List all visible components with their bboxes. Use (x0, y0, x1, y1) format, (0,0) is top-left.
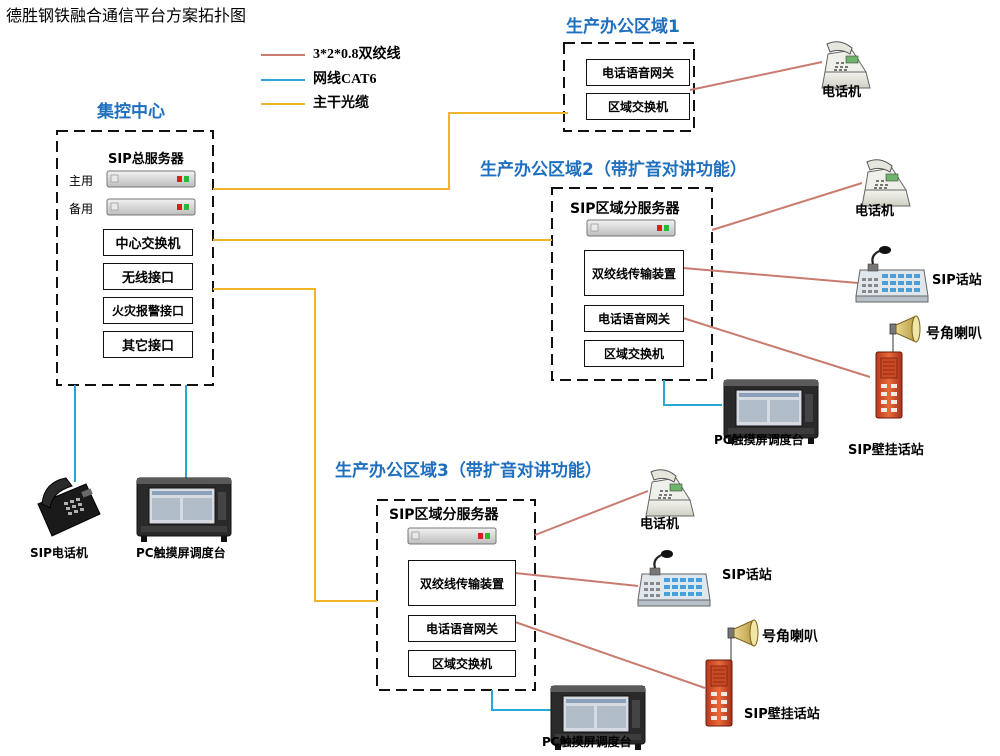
legend-cat6-label: 网线CAT6 (313, 72, 377, 87)
area3-wall-station-label: SIP壁挂话站 (744, 707, 820, 722)
control-center-region (56, 130, 214, 386)
control-server-label: SIP总服务器 (108, 152, 184, 167)
area2-sip-station-icon (854, 244, 930, 304)
area3-sip-station-label: SIP话站 (722, 568, 772, 583)
area2-title: 生产办公区域2（带扩音对讲功能） (480, 160, 747, 180)
control-sip-phone-icon (37, 477, 101, 537)
area3-horn-label: 号角喇叭 (762, 629, 818, 645)
area3-server (407, 527, 497, 545)
area3-server-label: SIP区域分服务器 (389, 507, 499, 523)
twisted-pair-links (514, 61, 871, 689)
area2-horn-icon (889, 315, 921, 343)
area3-region (376, 499, 536, 691)
control-primary-server (106, 170, 196, 188)
area1-title: 生产办公区域1 (566, 17, 680, 37)
area2-phone-label: 电话机 (855, 204, 895, 219)
area3-phone-label: 电话机 (640, 517, 680, 532)
area2-pc-console-label: PC触摸屏调度台 (714, 433, 804, 447)
control-other-interface: 其它接口 (103, 331, 193, 358)
area1-phone-label: 电话机 (822, 85, 862, 100)
area2-switch: 区域交换机 (584, 340, 684, 367)
area3-title: 生产办公区域3（带扩音对讲功能） (335, 461, 602, 481)
legend-fiber-label: 主干光缆 (313, 96, 369, 111)
cat6-links (74, 380, 722, 711)
area3-sip-station-icon (636, 548, 712, 608)
area2-horn-label: 号角喇叭 (926, 326, 982, 342)
area3-phone-icon (645, 469, 695, 517)
control-backup-label: 备用 (69, 202, 94, 216)
area3-horn-icon (727, 619, 759, 647)
area3-transmission-device: 双绞线传输装置 (408, 560, 516, 606)
fiber-links (213, 112, 568, 602)
area1-gateway: 电话语音网关 (586, 59, 690, 86)
area2-sip-station-label: SIP话站 (932, 273, 982, 288)
control-pc-console-icon (136, 477, 232, 543)
control-fire-alarm-interface: 火灾报警接口 (103, 297, 193, 324)
area1-switch: 区域交换机 (586, 93, 690, 120)
area2-region (551, 187, 713, 381)
area2-server (586, 219, 676, 237)
area2-server-label: SIP区域分服务器 (570, 201, 680, 217)
area3-pc-console-label: PC触摸屏调度台 (542, 735, 632, 749)
area3-wall-station-icon (705, 659, 733, 727)
area2-wall-station-icon (875, 351, 903, 419)
control-center-title: 集控中心 (97, 102, 165, 122)
area2-phone-icon (861, 159, 911, 207)
control-backup-server (106, 198, 196, 216)
area2-transmission-device: 双绞线传输装置 (584, 250, 684, 296)
control-primary-label: 主用 (69, 174, 94, 188)
control-pc-console-label: PC触摸屏调度台 (136, 546, 226, 560)
area1-region (563, 42, 695, 132)
area3-switch: 区域交换机 (408, 650, 516, 677)
control-center-switch: 中心交换机 (103, 229, 193, 256)
control-wireless-interface: 无线接口 (103, 263, 193, 290)
control-sip-phone-label: SIP电话机 (30, 546, 88, 560)
diagram-title: 德胜钢铁融合通信平台方案拓扑图 (6, 6, 247, 25)
area1-phone-icon (821, 41, 871, 89)
area2-wall-station-label: SIP壁挂话站 (848, 443, 924, 458)
legend-twisted-pair-label: 3*2*0.8双绞线 (313, 47, 401, 62)
area3-gateway: 电话语音网关 (408, 615, 516, 642)
area2-gateway: 电话语音网关 (584, 305, 684, 332)
